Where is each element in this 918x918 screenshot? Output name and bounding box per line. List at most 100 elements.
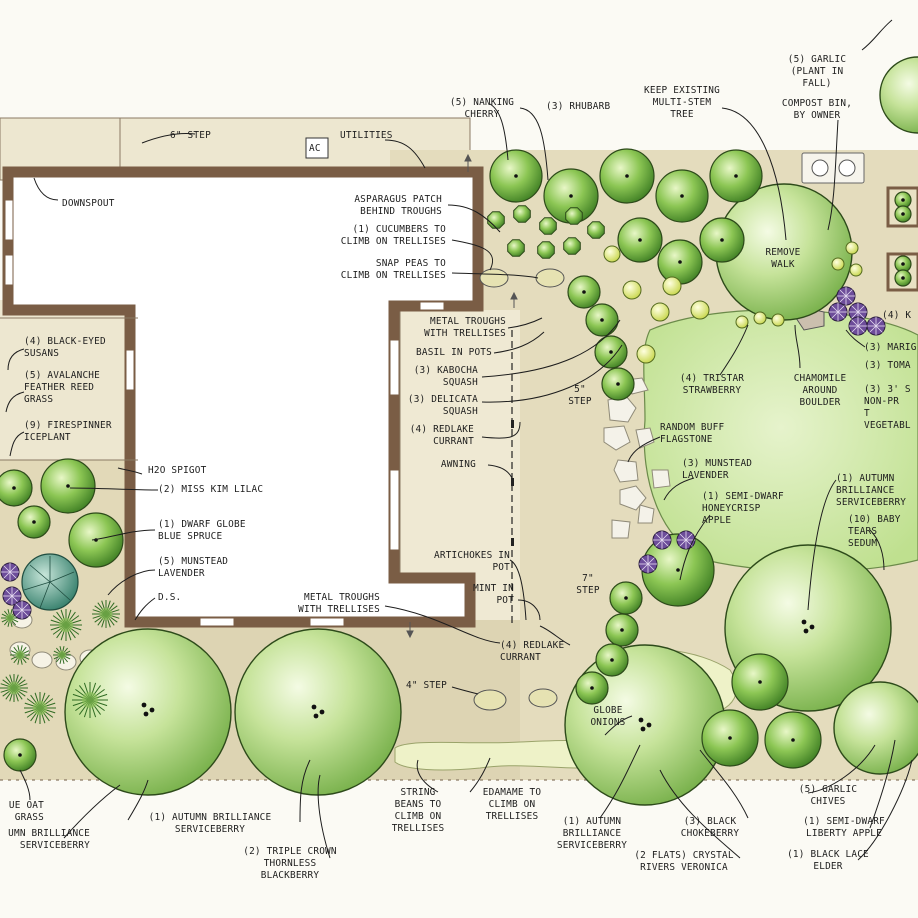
- shrub-center: [901, 276, 905, 280]
- shrub-center: [616, 382, 620, 386]
- herb: [753, 311, 767, 325]
- herb: [771, 313, 785, 327]
- feather-reed-grass: [50, 609, 82, 641]
- label-ds: D.S.: [158, 592, 182, 603]
- label-autumn-far-left: UMN BRILLIANCE SERVICEBERRY: [8, 828, 90, 851]
- label-dwarf-spruce: (1) DWARF GLOBE BLUE SPRUCE: [158, 519, 246, 542]
- asparagus-plant: [587, 221, 605, 239]
- label-asparagus: ASPARAGUS PATCH BEHIND TROUGHS: [354, 194, 442, 217]
- label-step-4: 4" STEP: [406, 680, 447, 691]
- asparagus-plant: [537, 241, 555, 259]
- shrub: [0, 469, 33, 507]
- label-blackberry: (2) TRIPLE CROWN THORNLESS BLACKBERRY: [243, 846, 337, 881]
- shrub-center: [590, 686, 594, 690]
- house-windows: [4, 199, 445, 627]
- lavender-flower: [0, 562, 20, 582]
- shrub-center: [680, 194, 684, 198]
- label-troughs-bottom: METAL TROUGHS WITH TRELLISES: [298, 592, 380, 615]
- tree-autumn-brilliance: [234, 628, 402, 796]
- tree-autumn-brilliance: [564, 644, 726, 806]
- shrub-center: [625, 174, 629, 178]
- label-mint: MINT IN POT: [473, 583, 514, 606]
- label-cucumbers: (1) CUCUMBERS TO CLIMB ON TRELLISES: [340, 224, 446, 247]
- ac-label: AC: [309, 143, 321, 154]
- tree-centers: [141, 619, 815, 732]
- herb: [735, 315, 749, 329]
- shrub-center: [901, 262, 905, 266]
- label-blue-oat-grass: UE OAT GRASS: [8, 800, 44, 823]
- label-honeycrisp: (1) SEMI-DWARF HONEYCRISP APPLE: [702, 491, 784, 526]
- herb: [662, 276, 682, 296]
- herb: [845, 241, 859, 255]
- label-utilities: UTILITIES: [340, 130, 393, 141]
- feather-reed-grass: [24, 692, 56, 724]
- lavender-flower: [12, 600, 32, 620]
- shrubs: [0, 148, 912, 772]
- label-marigold: (3) MARIG: [864, 342, 917, 353]
- label-nanking-cherry: (5) NANKING CHERRY: [449, 97, 515, 120]
- lavender-plants: [0, 286, 886, 620]
- tree-existing: [879, 56, 918, 134]
- leader-lines: [5, 19, 913, 861]
- herb: [849, 263, 863, 277]
- label-autumn-mid: (1) AUTUMN BRILLIANCE SERVICEBERRY: [148, 812, 272, 835]
- label-globe-onions: GLOBE ONIONS: [590, 705, 626, 728]
- shrub-center: [12, 486, 16, 490]
- label-kabocha: (3) KABOCHA SQUASH: [413, 365, 478, 388]
- label-liberty-apple: (1) SEMI-DWARF LIBERTY APPLE: [803, 816, 885, 839]
- lavender-flower: [866, 316, 886, 336]
- shrub-center: [791, 738, 795, 742]
- label-tomato: (3) TOMA: [864, 360, 911, 371]
- shrub-center: [66, 484, 70, 488]
- label-munstead-left: (5) MUNSTEAD LAVENDER: [158, 556, 229, 579]
- shrub-center: [32, 520, 36, 524]
- lavender-flower: [836, 286, 856, 306]
- label-avalanche-grass: (5) AVALANCHE FEATHER REED GRASS: [24, 370, 100, 405]
- label-tristar: (4) TRISTAR STRAWBERRY: [679, 373, 745, 396]
- label-munstead-right: (3) MUNSTEAD LAVENDER: [682, 458, 753, 481]
- label-non-pr-veg: (3) 3' s NON-PR T VEGETABL: [864, 384, 911, 431]
- asparagus-plant: [565, 207, 583, 225]
- large-trees: [64, 56, 918, 806]
- step-arrows: [406, 153, 518, 639]
- trough-oval: [535, 268, 565, 288]
- shrub-center: [624, 596, 628, 600]
- feather-reed-grass: [92, 600, 120, 628]
- label-rhubarb: (3) RHUBARB: [546, 101, 611, 112]
- asparagus-plant: [513, 205, 531, 223]
- label-awning: AWNING: [440, 459, 476, 470]
- label-garlic-fall: (5) GARLIC (PLANT IN FALL): [787, 54, 847, 89]
- label-veronica: (2 FLATS) CRYSTAL RIVERS VERONICA: [634, 850, 734, 873]
- shrub-center: [901, 212, 905, 216]
- flagstone-path: [603, 377, 671, 539]
- label-flagstone: RANDOM BUFF FLAGSTONE: [660, 422, 725, 445]
- tree-autumn-brilliance: [64, 628, 232, 796]
- label-redlake-bottom: (4) REDLAKE CURRANT: [500, 640, 565, 663]
- shrub-center: [758, 680, 762, 684]
- label-chokeberry: (3) BLACK CHOKEBERRY: [680, 816, 740, 839]
- shrub-center: [582, 290, 586, 294]
- label-artichokes: ARTICHOKES IN POT: [434, 550, 510, 573]
- shrub-center: [610, 658, 614, 662]
- feather-reed-grass: [72, 682, 108, 718]
- label-edamame: EDAMAME TO CLIMB ON TRELLISES: [482, 787, 542, 822]
- label-baby-tears: (10) BABY TEARS SEDUM: [848, 514, 901, 549]
- iceplant: [53, 646, 71, 664]
- label-autumn-bottom: (1) AUTUMN BRILLIANCE SERVICEBERRY: [556, 816, 628, 851]
- shrub-center: [734, 174, 738, 178]
- label-keep-existing: KEEP EXISTING MULTI-STEM TREE: [644, 85, 720, 120]
- label-k-cut: (4) K: [882, 310, 912, 321]
- trough-oval: [473, 689, 507, 711]
- herb: [650, 302, 670, 322]
- lavender-flower: [676, 530, 696, 550]
- ac-unit: [305, 137, 329, 159]
- label-garlic-chives: (5) GARLIC CHIVES: [798, 784, 858, 807]
- tree-liberty-apple: [833, 681, 918, 775]
- label-firespinner: (9) FIRESPINNER ICEPLANT: [24, 420, 112, 443]
- herb: [831, 257, 845, 271]
- feather-reed-grass: [0, 674, 28, 702]
- shrub-center: [609, 350, 613, 354]
- label-snap-peas: SNAP PEAS TO CLIMB ON TRELLISES: [340, 258, 446, 281]
- shrub-center: [720, 238, 724, 242]
- lavender-flower: [652, 530, 672, 550]
